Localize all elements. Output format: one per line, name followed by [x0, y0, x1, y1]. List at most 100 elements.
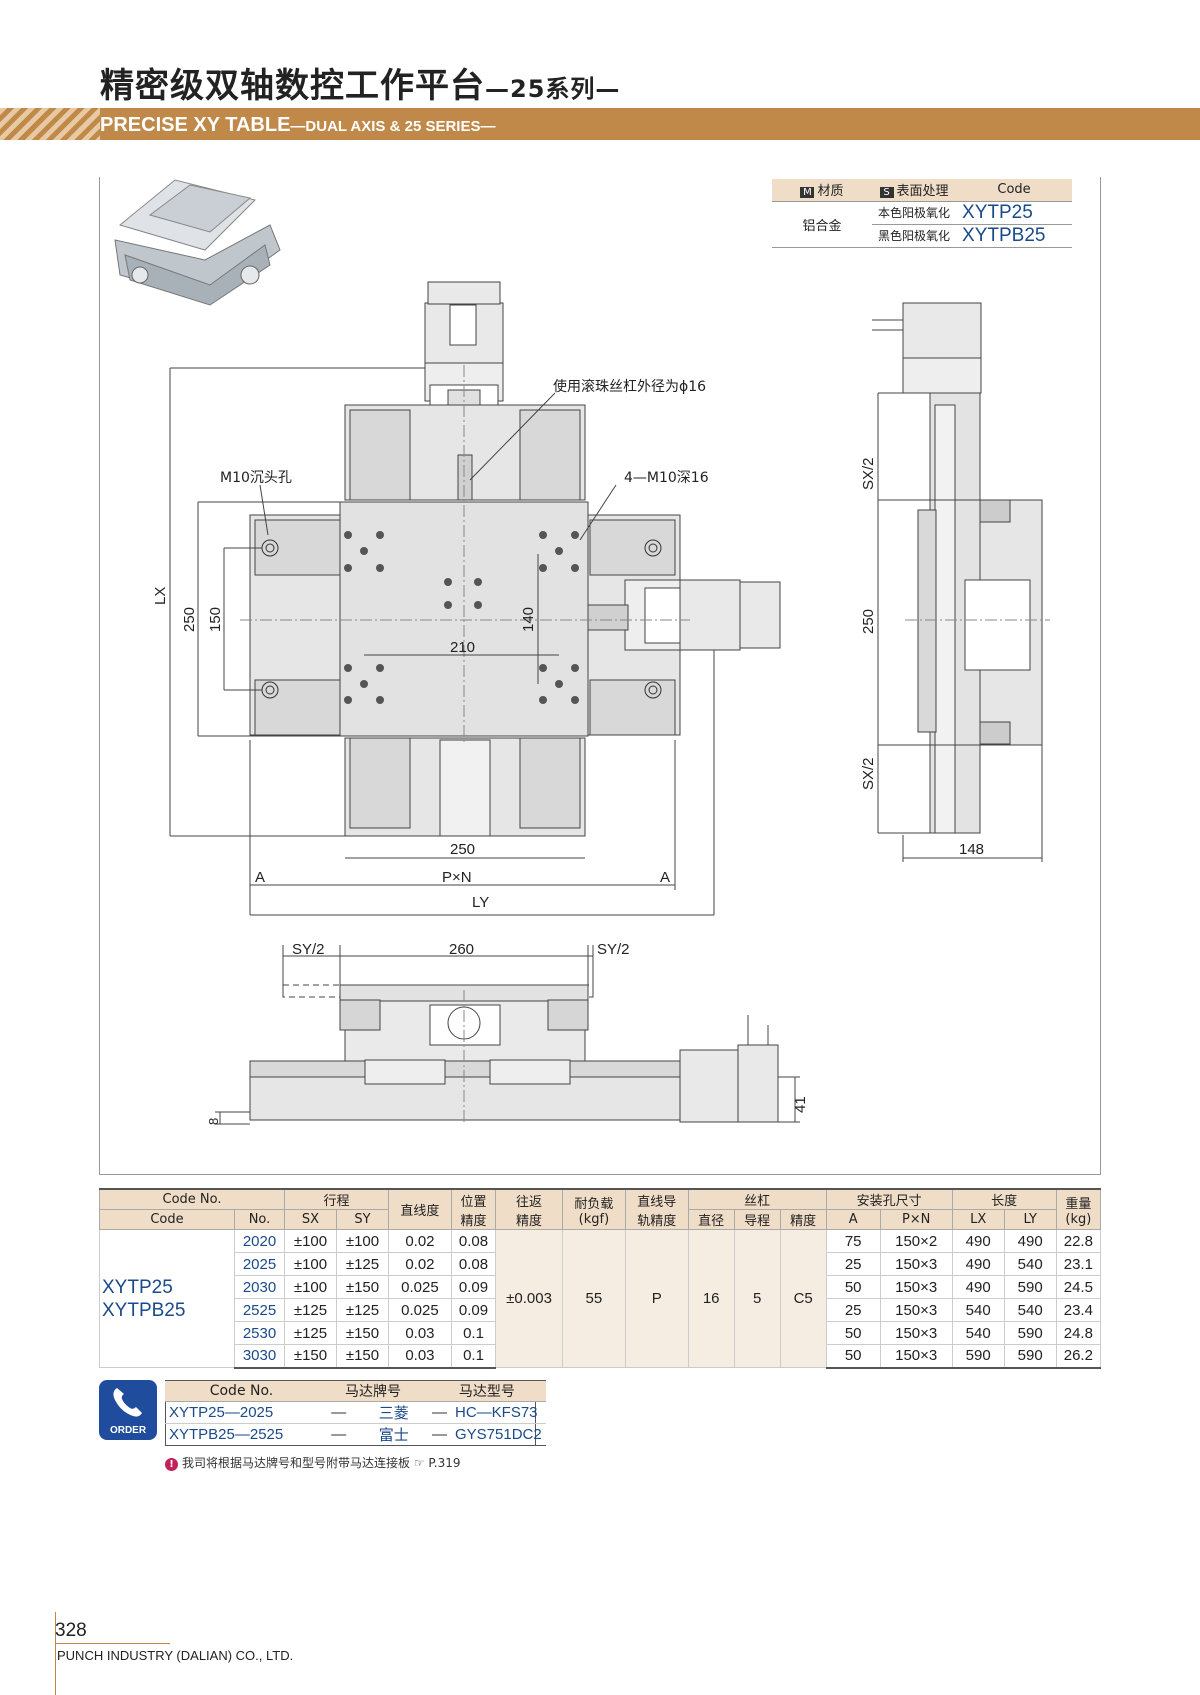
material-value: 铝合金 — [772, 201, 872, 248]
th-a: A — [825, 1209, 881, 1230]
th-mount: 安装孔尺寸 — [825, 1188, 953, 1210]
no-cell: 2525 — [234, 1298, 285, 1322]
no-cell: 2030 — [234, 1275, 285, 1299]
order-dash: — — [318, 1423, 360, 1446]
th-load-l2: (kgf) — [578, 1211, 610, 1227]
surface-value: 黑色阳极氧化 — [872, 224, 957, 248]
a-cell: 50 — [825, 1275, 881, 1299]
band-stripes — [0, 108, 100, 140]
order-dash: — — [428, 1401, 451, 1424]
code-value: XYTP25 — [956, 201, 1073, 225]
label-a-left: A — [255, 869, 265, 886]
label-sy2-right: SY/2 — [597, 941, 630, 958]
table-row: XYTP25—2025 — 三菱 — HC—KFS73 — [165, 1401, 546, 1424]
footer-vertical-line — [55, 1612, 56, 1695]
top-view: 使用滚珠丝杠外径为ϕ16 M10沉头孔 4—M10深16 LX 250 150 … — [152, 281, 781, 916]
lx-cell: 490 — [951, 1229, 1005, 1253]
order-code: XYTPB25—2525 — [165, 1423, 318, 1446]
straight-cell: 0.025 — [388, 1275, 452, 1299]
table-row: 3030 ±150 ±150 0.03 0.1 50 150×3 590 590… — [100, 1344, 1102, 1369]
weight-cell: 23.4 — [1055, 1298, 1102, 1322]
title-cn-main: 精密级双轴数控工作平台 — [100, 66, 485, 106]
company-name: PUNCH INDUSTRY (DALIAN) CO., LTD. — [57, 1648, 294, 1663]
th-sx: SX — [284, 1209, 337, 1230]
lx-cell: 540 — [951, 1298, 1005, 1322]
drawing-frame — [99, 177, 1101, 1175]
note-text: 我司将根据马达牌号和型号附带马达连接板 — [182, 1456, 411, 1470]
th-repeat-l2: 精度 — [516, 1213, 543, 1229]
page-number: 328 — [55, 1620, 87, 1641]
order-code: XYTP25—2025 — [165, 1401, 318, 1424]
label-dim-250-bottom: 250 — [450, 841, 475, 858]
pos-cell: 0.08 — [450, 1252, 497, 1276]
sx-cell: ±150 — [284, 1344, 337, 1369]
th-guide-l1: 直线导 — [637, 1194, 677, 1210]
front-view: SY/2 260 SY/2 41 8 — [206, 941, 809, 1125]
surface-tag-icon: S — [879, 187, 894, 199]
load-cell: 55 — [561, 1229, 626, 1368]
pxn-cell: 150×3 — [879, 1298, 953, 1322]
order-brand: 富士 — [359, 1423, 428, 1446]
order-table: Code No. 马达牌号 马达型号 XYTP25—2025 — 三菱 — HC… — [165, 1380, 546, 1446]
label-sy2-left: SY/2 — [292, 941, 325, 958]
sx-cell: ±100 — [284, 1275, 337, 1299]
label-a-right: A — [660, 869, 670, 886]
sy-cell: ±150 — [336, 1275, 389, 1299]
sx-cell: ±125 — [284, 1298, 337, 1322]
weight-cell: 24.8 — [1055, 1321, 1102, 1345]
th-lx: LX — [951, 1209, 1005, 1230]
side-view: SX/2 250 SX/2 148 — [860, 302, 1050, 862]
label-ly: LY — [472, 894, 489, 911]
ly-cell: 590 — [1003, 1321, 1057, 1345]
sy-cell: ±150 — [336, 1344, 389, 1369]
straight-cell: 0.03 — [388, 1344, 452, 1369]
pxn-cell: 150×2 — [879, 1229, 953, 1253]
note-reference-link[interactable]: ☞ P.319 — [413, 1456, 461, 1470]
th-no: No. — [234, 1209, 285, 1230]
label-dim-150: 150 — [207, 607, 224, 632]
th-repeat: 往返精度 — [495, 1188, 563, 1230]
label-lx: LX — [152, 587, 169, 605]
page-title-cn: 精密级双轴数控工作平台—25系列— — [100, 58, 620, 107]
guide-cell: P — [624, 1229, 689, 1368]
order-icon — [99, 1380, 157, 1440]
material-header-label: 材质 — [817, 184, 844, 200]
sy-cell: ±125 — [336, 1298, 389, 1322]
weight-cell: 24.5 — [1055, 1275, 1102, 1299]
th-guide-l2: 轨精度 — [637, 1213, 677, 1229]
th-length: 长度 — [951, 1188, 1057, 1210]
label-dim-8: 8 — [206, 1118, 221, 1125]
order-note: ! 我司将根据马达牌号和型号附带马达连接板 ☞ P.319 — [165, 1454, 461, 1471]
info-icon: ! — [165, 1458, 178, 1471]
sy-cell: ±150 — [336, 1321, 389, 1345]
a-cell: 25 — [825, 1252, 881, 1276]
ly-cell: 590 — [1003, 1275, 1057, 1299]
ly-cell: 540 — [1003, 1298, 1057, 1322]
th-code: Code — [99, 1209, 235, 1230]
technical-drawing: 使用滚珠丝杠外径为ϕ16 M10沉头孔 4—M10深16 LX 250 150 … — [114, 179, 1050, 1125]
pos-cell: 0.09 — [450, 1275, 497, 1299]
no-cell: 3030 — [234, 1344, 285, 1369]
footer-line — [55, 1643, 170, 1644]
lead-cell: 5 — [733, 1229, 781, 1368]
code-xytpb25: XYTPB25 — [102, 1299, 186, 1321]
th-weight: 重量(kg) — [1055, 1188, 1102, 1230]
a-cell: 50 — [825, 1321, 881, 1345]
spec-table: Code No. 行程 直线度 位置精度 往返精度 耐负载(kgf) 直线导轨精… — [99, 1188, 1102, 1369]
sy-cell: ±100 — [336, 1229, 389, 1253]
no-cell: 2020 — [234, 1229, 285, 1253]
th-diameter: 直径 — [687, 1209, 735, 1230]
th-screw: 丝杠 — [687, 1188, 827, 1210]
label-dim-41: 41 — [792, 1096, 809, 1113]
th-weight-l2: (kg) — [1065, 1211, 1092, 1227]
ly-cell: 590 — [1003, 1344, 1057, 1369]
sx-cell: ±100 — [284, 1229, 337, 1253]
label-dim-260: 260 — [449, 941, 474, 958]
pos-cell: 0.08 — [450, 1229, 497, 1253]
label-dim-148: 148 — [959, 841, 984, 858]
